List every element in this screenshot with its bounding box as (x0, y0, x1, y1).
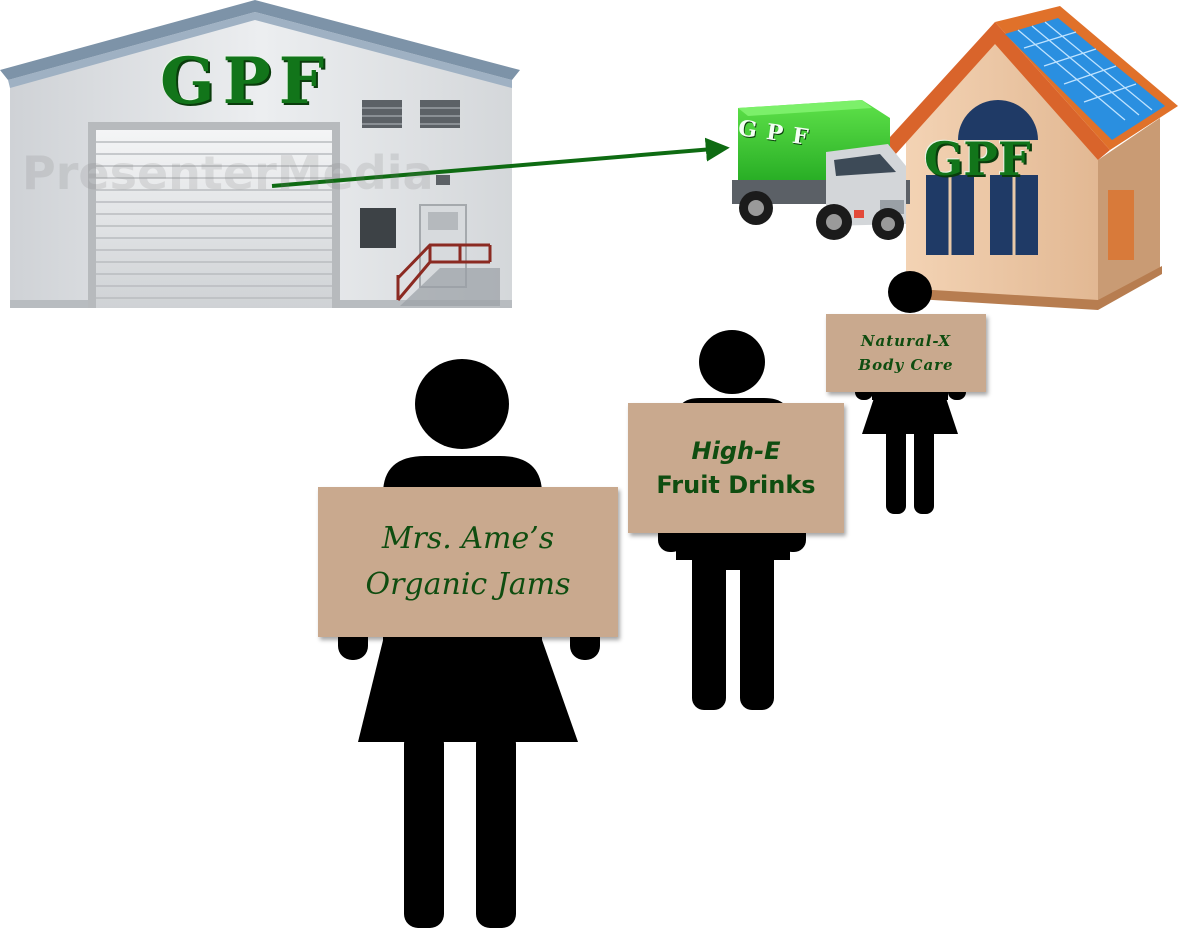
warehouse-label: GPF (160, 44, 333, 119)
house-label: GPF (924, 132, 1031, 186)
sign-line: Organic Jams (365, 567, 571, 602)
sign-line: Fruit Drinks (656, 471, 816, 499)
delivery-arrow (271, 137, 730, 188)
sign-natural-x: Natural-X Body Care (826, 314, 986, 392)
house-icon (880, 6, 1178, 310)
watermark-text: PresenterMedia (22, 146, 434, 200)
warehouse-icon (0, 0, 520, 308)
sign-mrs-ames: Mrs. Ame’s Organic Jams (318, 487, 618, 637)
sign-line: Natural-X (860, 332, 952, 350)
sign-line: Mrs. Ame’s (381, 521, 555, 556)
sign-line: High-E (691, 437, 781, 465)
sign-high-e: High-E Fruit Drinks (628, 403, 844, 533)
sign-line: Body Care (858, 356, 954, 374)
delivery-truck-icon (732, 100, 910, 240)
person-silhouette-icon (855, 271, 966, 514)
person-silhouette-icon (338, 359, 600, 928)
